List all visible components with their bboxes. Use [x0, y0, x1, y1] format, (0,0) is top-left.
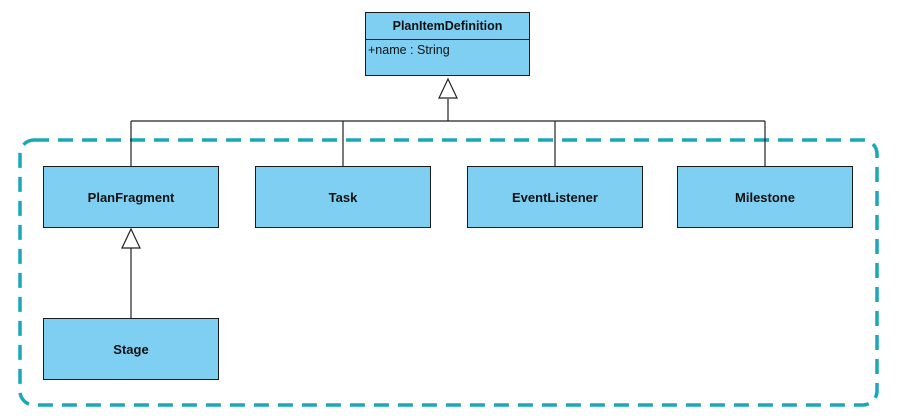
inheritance-arrowhead-stage	[121, 227, 141, 249]
class-plan-fragment[interactable]: PlanFragment	[43, 166, 219, 228]
superclass-box[interactable]: PlanItemDefinition +name : String	[365, 12, 530, 76]
class-event-listener[interactable]: EventListener	[467, 166, 643, 228]
class-task[interactable]: Task	[255, 166, 431, 228]
class-stage[interactable]: Stage	[43, 318, 219, 380]
class-milestone[interactable]: Milestone	[677, 166, 853, 228]
generalization-connectors	[130, 77, 766, 166]
class-stage-label: Stage	[113, 341, 149, 357]
superclass-name: PlanItemDefinition	[366, 13, 529, 40]
superclass-attribute: +name : String	[368, 43, 450, 57]
class-milestone-label: Milestone	[735, 189, 795, 205]
class-task-label: Task	[328, 189, 358, 205]
class-event-listener-label: EventListener	[512, 189, 598, 205]
inheritance-arrowhead-top	[438, 77, 458, 99]
group-boundary	[18, 138, 879, 407]
stage-generalization	[121, 227, 141, 318]
class-plan-fragment-label: PlanFragment	[87, 189, 175, 205]
